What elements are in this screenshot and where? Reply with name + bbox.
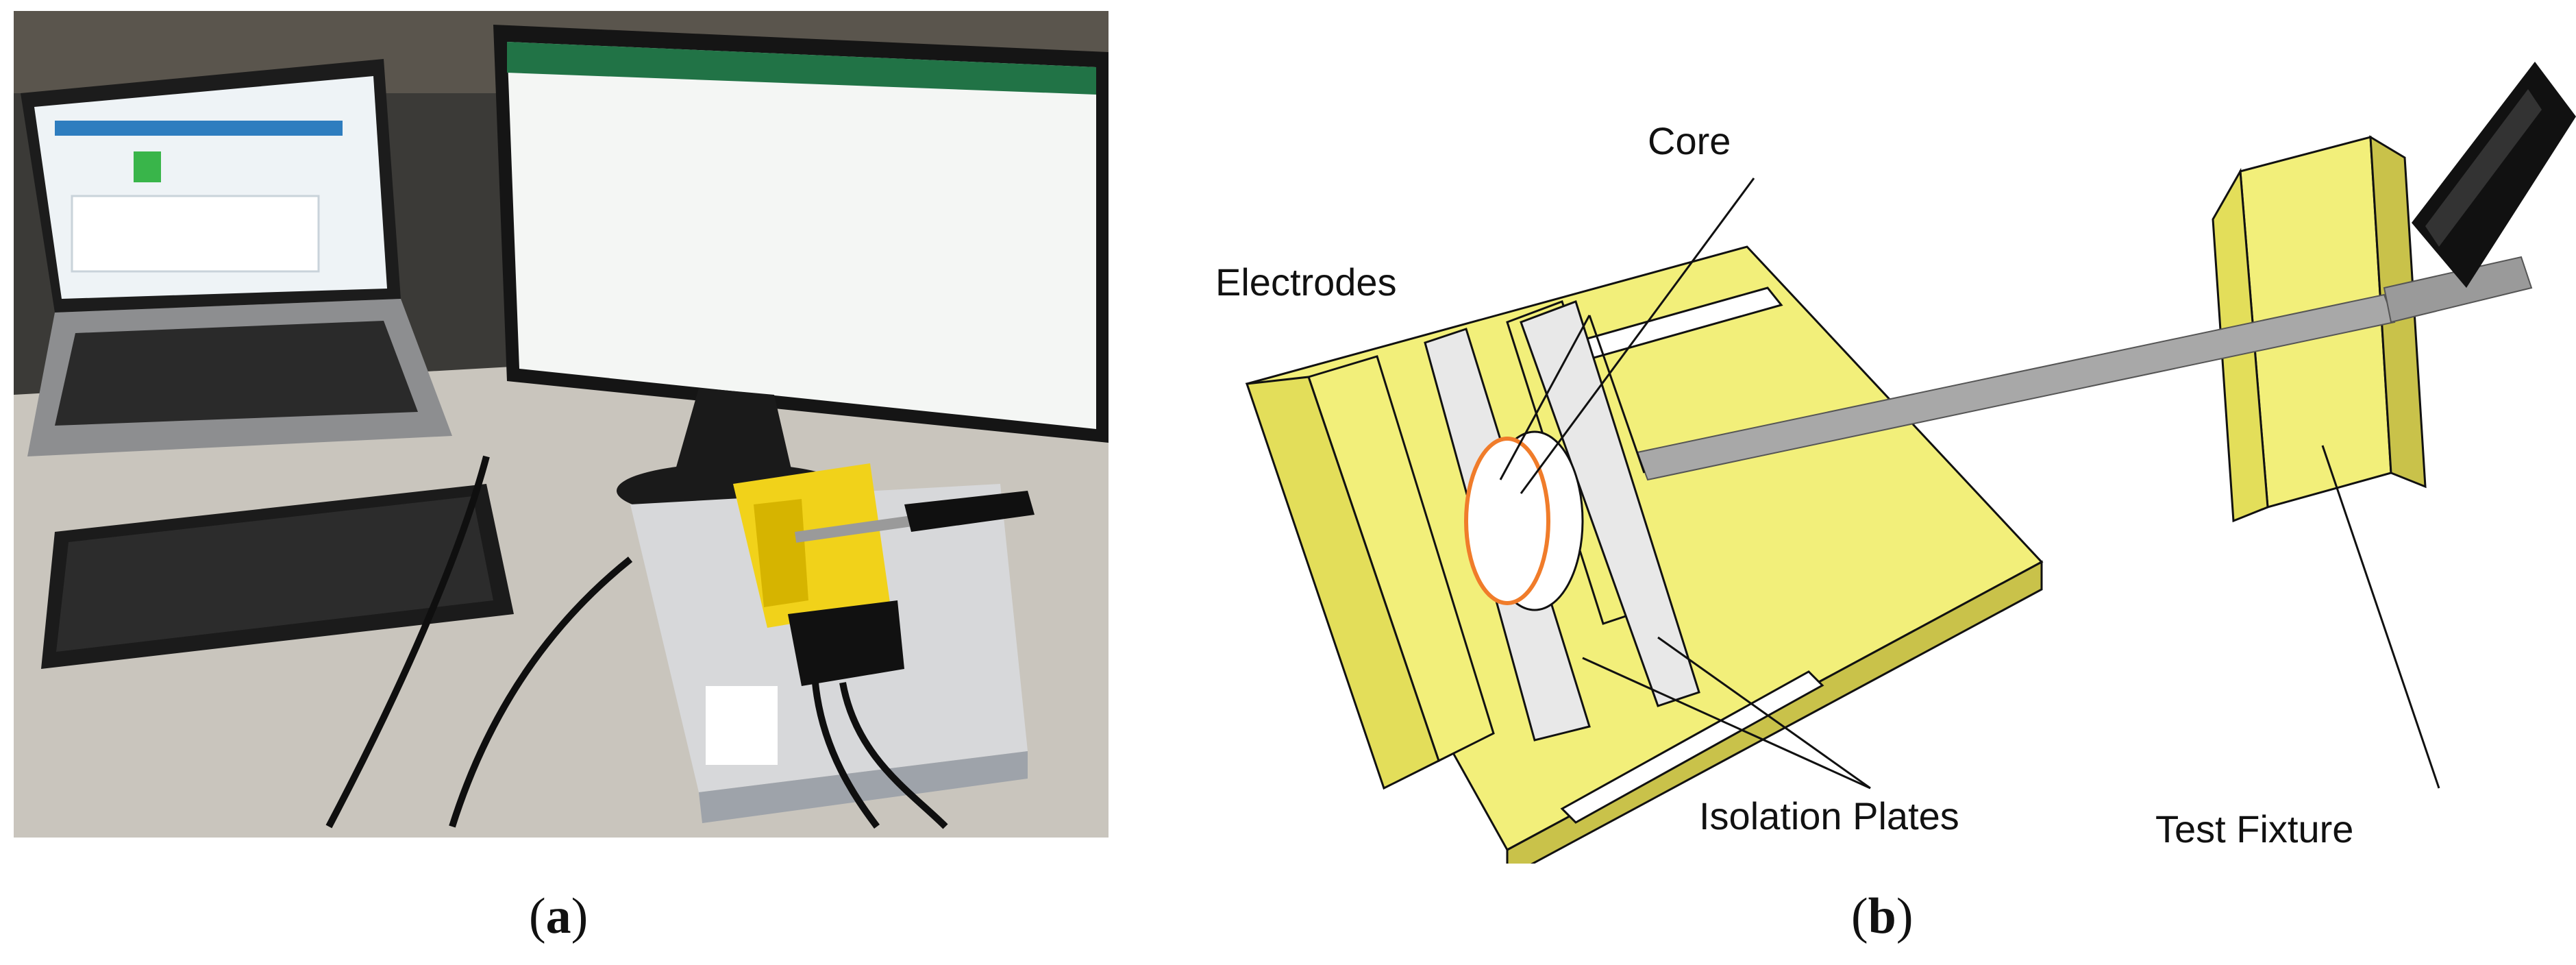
leader-test-fixture [2321,445,2440,789]
leader-isolation-2 [1657,636,1871,790]
handle [2412,62,2576,288]
leader-lines [1499,178,2440,790]
label-electrodes: Electrodes [1215,260,1397,304]
laptop [21,59,452,456]
diagram-test-fixture [1245,62,2576,864]
monitor [493,25,1109,518]
leader-electrodes-2 [1588,315,1646,474]
photo-test-fixture [733,463,1035,686]
caption-b: (b) [1851,888,1914,944]
isolation-plate-right [1520,300,1700,707]
label-core: Core [1648,119,1731,162]
label-isolation-plates: Isolation Plates [1699,794,1959,838]
photo-measurement-setup [14,11,1109,838]
leader-isolation-1 [1582,657,1871,790]
leader-core [1520,178,1755,494]
label-test-fixture: Test Fixture [2155,807,2354,851]
caption-a: (a) [529,888,589,944]
leader-electrodes-1 [1499,315,1591,480]
keyboard [41,484,514,669]
core [1464,430,1584,611]
cables [325,455,948,829]
base-slot-front [1560,670,1824,824]
